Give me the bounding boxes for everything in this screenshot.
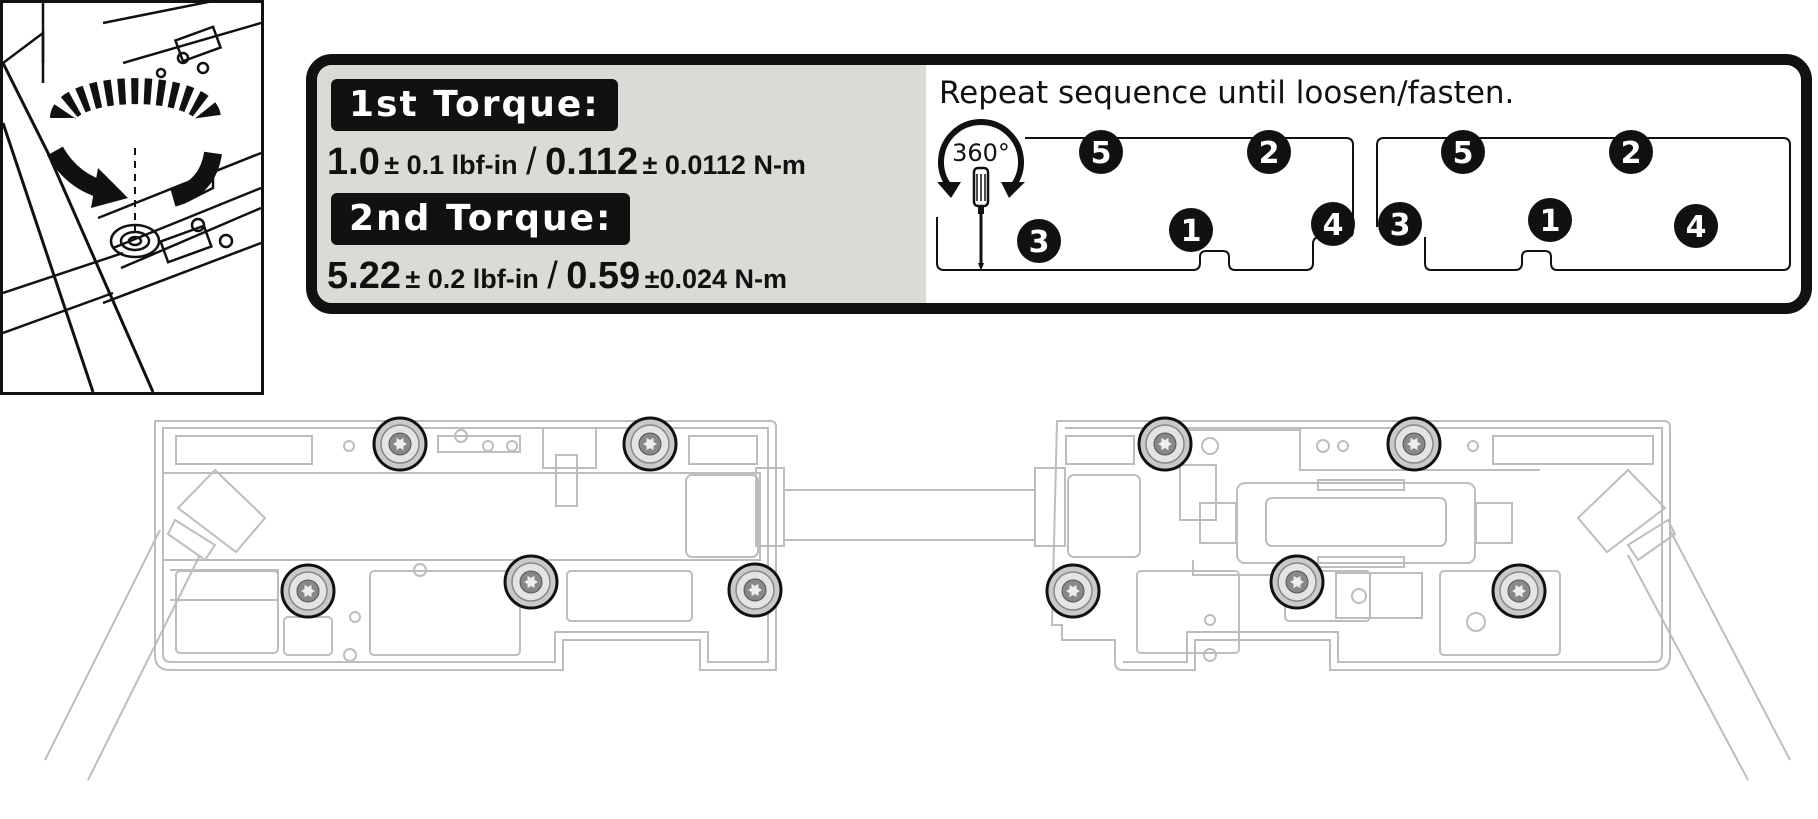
screw: [622, 416, 678, 472]
first-torque-value: 1.0 ± 0.1 lbf-in / 0.112 ± 0.0112 N-m: [327, 141, 806, 184]
screw: [1386, 416, 1442, 472]
right-bracket-outline: [1376, 137, 1791, 271]
sequence-badge-label: 1: [1540, 204, 1561, 239]
sequence-badge-left-3: [1017, 219, 1061, 263]
sequence-badge-right-1: [1441, 130, 1485, 174]
screwdriver-icon: [972, 166, 990, 271]
sequence-badge-label: 1: [1181, 214, 1202, 249]
second-torque-lbf-tolerance: ± 0.2 lbf-in: [405, 264, 539, 294]
sequence-badge-label: 4: [1686, 210, 1707, 245]
sequence-badge-right-5: [1674, 204, 1718, 248]
first-torque-nm: 0.112: [545, 141, 639, 183]
torque-values-section: 1st Torque: 1.0 ± 0.1 lbf-in / 0.112 ± 0…: [317, 65, 926, 303]
cold-plate-assembly-drawing: [44, 416, 1791, 781]
rotate-arrow-icon: [937, 119, 1025, 198]
screw: [727, 562, 783, 618]
sequence-badge-label: 2: [1621, 136, 1642, 171]
screw: [1491, 563, 1547, 619]
first-torque-lbf: 1.0: [327, 141, 380, 183]
screw: [372, 416, 428, 472]
second-torque-nm-tolerance: ±0.024 N-m: [644, 264, 788, 294]
sequence-badge-label: 5: [1091, 136, 1112, 171]
repeat-sequence-note: Repeat sequence until loosen/fasten.: [939, 75, 1515, 111]
left-plate-outline: [154, 420, 777, 671]
first-torque-lbf-tolerance: ± 0.1 lbf-in: [384, 150, 518, 180]
sequence-badge-right-4: [1528, 198, 1572, 242]
screws-group: [280, 416, 1547, 619]
first-torque-nm-tolerance: ± 0.0112 N-m: [642, 150, 806, 180]
sequence-badge-right-3: [1378, 202, 1422, 246]
second-torque-value: 5.22 ± 0.2 lbf-in / 0.59 ±0.024 N-m: [327, 255, 787, 298]
sequence-badge-left-5: [1311, 202, 1355, 246]
right-plate-outline: [1050, 420, 1671, 671]
first-torque-title: 1st Torque:: [331, 79, 618, 131]
sequence-badge-left-1: [1079, 130, 1123, 174]
second-torque-separator: /: [547, 255, 558, 297]
screw: [280, 563, 336, 619]
sequence-badge-label: 3: [1029, 225, 1050, 260]
sequence-badge-label: 3: [1390, 208, 1411, 243]
rotate-arrow-icon: [47, 78, 222, 208]
sequence-badge-right-2: [1609, 130, 1653, 174]
screw-rotation-icon: [3, 3, 261, 392]
screw: [1269, 554, 1325, 610]
rotation-label: 360°: [952, 139, 1010, 167]
sequence-badge-label: 4: [1323, 208, 1344, 243]
torque-specification-panel: 1st Torque: 1.0 ± 0.1 lbf-in / 0.112 ± 0…: [306, 54, 1812, 314]
sequence-badge-label: 2: [1259, 136, 1280, 171]
second-torque-title: 2nd Torque:: [331, 193, 631, 245]
sequence-badge-label: 5: [1453, 136, 1474, 171]
tightening-sequence-diagram: 360° 5 2 3 1 4 5 2 3 1 4: [936, 119, 1791, 271]
sequence-badges: 5 2 3 1 4 5 2 3 1 4: [1017, 130, 1718, 263]
screw: [1137, 416, 1193, 472]
second-torque-lbf: 5.22: [327, 255, 401, 297]
screw-rotation-inset: [0, 0, 264, 395]
sequence-badge-left-2: [1247, 130, 1291, 174]
sequence-badge-left-4: [1169, 208, 1213, 252]
first-torque-separator: /: [526, 141, 537, 183]
screw: [503, 554, 559, 610]
screw: [1045, 563, 1101, 619]
second-torque-nm: 0.59: [566, 255, 641, 297]
